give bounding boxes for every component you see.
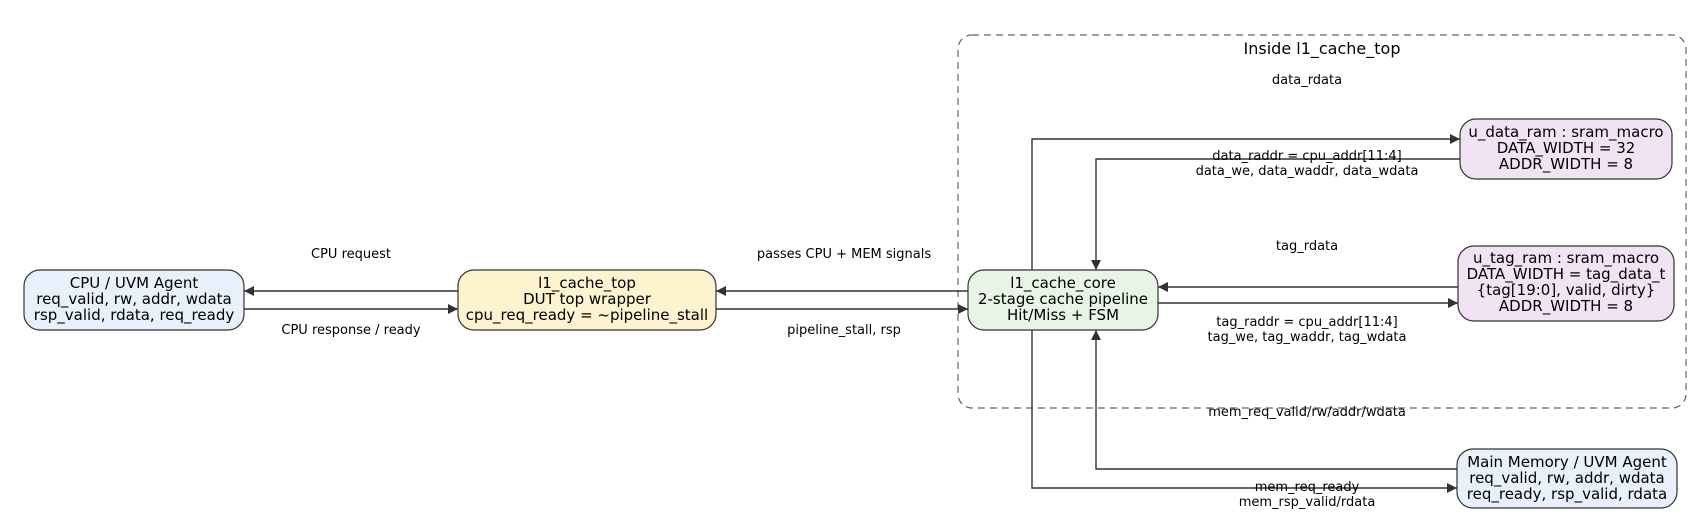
label-tag-we: tag_we, tag_waddr, tag_wdata [1208, 330, 1407, 345]
node-cpu-agent: CPU / UVM Agent req_valid, rw, addr, wda… [23, 269, 245, 331]
node-data-ram: u_data_ram : sram_macro DATA_WIDTH = 32 … [1459, 118, 1673, 180]
edges [244, 134, 1460, 493]
label-data-we: data_we, data_waddr, data_wdata [1196, 164, 1419, 179]
node-mem-box [1456, 448, 1678, 509]
node-core-box [967, 269, 1159, 331]
node-data-ram-line-3: ADDR_WIDTH = 8 [1499, 155, 1633, 174]
label-mem-req: mem_req_valid/rw/addr/wdata [1208, 405, 1406, 420]
label-data-raddr: data_raddr = cpu_addr[11:4] [1212, 149, 1401, 164]
label-passes: passes CPU + MEM signals [757, 247, 931, 262]
node-top-line-1: l1_cache_top [538, 274, 636, 293]
node-cpu-box [23, 269, 245, 331]
label-mem-rsp: mem_rsp_valid/rdata [1239, 495, 1376, 510]
node-tag-ram: u_tag_ram : sram_macro DATA_WIDTH = tag_… [1457, 245, 1675, 322]
node-mem-line-3: req_ready, rsp_valid, rdata [1467, 485, 1667, 504]
node-core-line-3: Hit/Miss + FSM [1007, 306, 1119, 324]
node-cpu-line-3: rsp_valid, rdata, req_ready [34, 306, 235, 325]
node-main-memory: Main Memory / UVM Agent req_valid, rw, a… [1456, 448, 1678, 509]
node-top-line-2: DUT top wrapper [523, 290, 652, 308]
cluster-border [957, 34, 1687, 409]
edge-data-rdata [1031, 134, 1460, 270]
node-mem-line-2: req_valid, rw, addr, wdata [1469, 469, 1665, 488]
edge-data-raddr [1091, 158, 1460, 270]
edge-mem-rsp [1031, 330, 1457, 493]
node-core-line-1: l1_cache_core [1010, 274, 1116, 293]
node-mem-line-1: Main Memory / UVM Agent [1467, 453, 1667, 471]
label-data-rdata: data_rdata [1272, 73, 1342, 88]
node-tag-ram-line-2: DATA_WIDTH = tag_data_t [1467, 265, 1666, 284]
label-pipeline-stall: pipeline_stall, rsp [787, 323, 901, 338]
node-data-ram-line-2: DATA_WIDTH = 32 [1497, 139, 1636, 158]
edge-mem-req [1091, 330, 1457, 470]
node-data-ram-line-1: u_data_ram : sram_macro [1468, 123, 1663, 142]
label-cpu-request: CPU request [311, 247, 391, 262]
label-mem-req-ready: mem_req_ready [1255, 480, 1360, 495]
node-core-line-2: 2-stage cache pipeline [978, 290, 1148, 308]
label-tag-raddr: tag_raddr = cpu_addr[11:4] [1216, 315, 1397, 330]
node-l1-cache-top: l1_cache_top DUT top wrapper cpu_req_rea… [457, 269, 717, 331]
cluster-l1-cache-top: Inside l1_cache_top [957, 34, 1687, 409]
node-tag-ram-line-4: ADDR_WIDTH = 8 [1499, 297, 1633, 316]
label-tag-rdata: tag_rdata [1276, 239, 1338, 254]
node-l1-cache-core: l1_cache_core 2-stage cache pipeline Hit… [967, 269, 1159, 331]
node-cpu-line-2: req_valid, rw, addr, wdata [36, 290, 232, 309]
node-data-ram-box [1459, 118, 1673, 180]
node-tag-ram-box [1457, 245, 1675, 322]
edge-labels: CPU request CPU response / ready passes … [281, 73, 1418, 510]
label-cpu-response: CPU response / ready [281, 323, 421, 338]
node-tag-ram-line-3: {tag[19:0], valid, dirty} [1477, 281, 1656, 299]
cluster-title: Inside l1_cache_top [1244, 39, 1401, 59]
node-cpu-line-1: CPU / UVM Agent [70, 274, 199, 292]
node-top-line-3: cpu_req_ready = ~pipeline_stall [466, 306, 708, 325]
node-tag-ram-line-1: u_tag_ram : sram_macro [1473, 249, 1659, 268]
node-top-box [457, 269, 717, 331]
